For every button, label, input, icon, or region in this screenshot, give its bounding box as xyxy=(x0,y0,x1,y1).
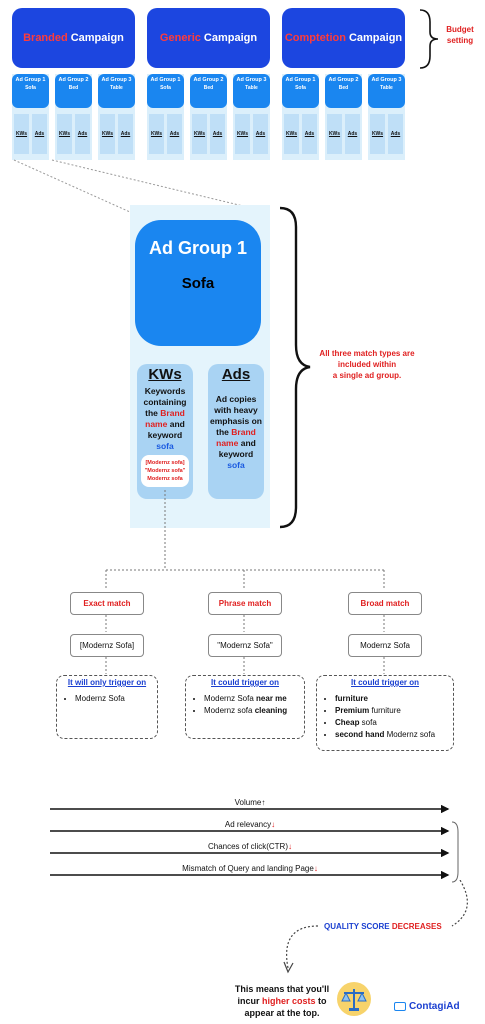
mini-ads: Ads xyxy=(167,114,182,154)
mini-ads: Ads xyxy=(345,114,360,154)
example-exact: [Modernz sofa] xyxy=(145,460,185,466)
mini-ads: Ads xyxy=(253,114,268,154)
trigger-item: Cheap sofa xyxy=(335,717,453,729)
kws-heading: KWs xyxy=(148,366,182,383)
budget-setting-label: Budget setting xyxy=(446,25,474,45)
mini-ads: Ads xyxy=(388,114,403,154)
mini-kws: KWs xyxy=(100,114,115,154)
mini-kws: KWs xyxy=(370,114,385,154)
mini-kws: KWs xyxy=(192,114,207,154)
kws-box: KWs Keywords containing the Brand name a… xyxy=(137,364,193,499)
match-keyword-1: "Modernz Sofa" xyxy=(208,634,282,657)
mini-ads: Ads xyxy=(118,114,133,154)
trigger-box-2: It could trigger onfurniturePremium furn… xyxy=(316,675,454,751)
trigger-item: Modernz sofa cleaning xyxy=(204,705,304,717)
mini-kws: KWs xyxy=(149,114,164,154)
match-type-1: Phrase match xyxy=(208,592,282,615)
ad-group-detail-card: Ad Group 1 Sofa xyxy=(135,220,261,346)
trigger-item: Modernz Sofa near me xyxy=(204,693,304,705)
metric-label-3: Mismatch of Query and landing Page↓ xyxy=(182,864,318,873)
detail-sub: Sofa xyxy=(181,275,215,292)
match-types-brace xyxy=(279,206,311,529)
match-type-2: Broad match xyxy=(348,592,422,615)
trigger-item: Premium furniture xyxy=(335,705,453,717)
kws-examples: [Modernz sofa] "Modernz sofa" Modernz so… xyxy=(141,455,189,487)
match-keyword-2: Modernz Sofa xyxy=(348,634,422,657)
mini-ads: Ads xyxy=(32,114,47,154)
mini-kws: KWs xyxy=(57,114,72,154)
metric-arrows xyxy=(50,804,459,883)
zoom-lines xyxy=(13,159,269,213)
detail-title: Ad Group 1 xyxy=(149,238,247,258)
metric-label-1: Ad relevancy↓ xyxy=(224,820,276,829)
example-phrase: "Modernz sofa" xyxy=(144,468,186,474)
example-broad: Modernz sofa xyxy=(147,476,183,482)
mini-kws: KWs xyxy=(284,114,299,154)
mini-kws: KWs xyxy=(327,114,342,154)
mini-ads: Ads xyxy=(302,114,317,154)
quality-curves xyxy=(283,880,468,974)
tree-connectors xyxy=(105,490,385,674)
quality-score: QUALITY SCORE DECREASES xyxy=(324,922,442,931)
metric-label-2: Chances of click(CTR)↓ xyxy=(207,842,292,851)
ads-heading: Ads xyxy=(221,366,251,383)
match-keyword-0: [Modernz Sofa] xyxy=(70,634,144,657)
trigger-box-0: It will only trigger onModernz Sofa xyxy=(56,675,158,739)
scale-icon xyxy=(337,982,371,1016)
ads-description: Ad copies with heavy emphasis on the Bra… xyxy=(210,394,262,470)
kws-description: Keywords containing the Brand name and k… xyxy=(143,386,187,451)
brand-logo: ContagiAd xyxy=(394,1001,460,1012)
brand-icon xyxy=(394,1002,406,1011)
mini-ads: Ads xyxy=(75,114,90,154)
budget-brace xyxy=(419,9,439,69)
trigger-item: furniture xyxy=(335,693,453,705)
trigger-box-1: It could trigger onModernz Sofa near meM… xyxy=(185,675,305,739)
mini-ads: Ads xyxy=(210,114,225,154)
ads-box: Ads Ad copies with heavy emphasis on the… xyxy=(208,364,264,499)
brace-note: All three match types are included withi… xyxy=(319,349,415,380)
mini-kws: KWs xyxy=(235,114,250,154)
metric-label-0: Volume↑ xyxy=(234,798,266,807)
match-type-0: Exact match xyxy=(70,592,144,615)
trigger-item: second hand Modernz sofa xyxy=(335,729,453,741)
trigger-item: Modernz Sofa xyxy=(75,693,157,705)
mini-kws: KWs xyxy=(14,114,29,154)
cost-statement: This means that you'll incur higher cost… xyxy=(234,984,330,1018)
